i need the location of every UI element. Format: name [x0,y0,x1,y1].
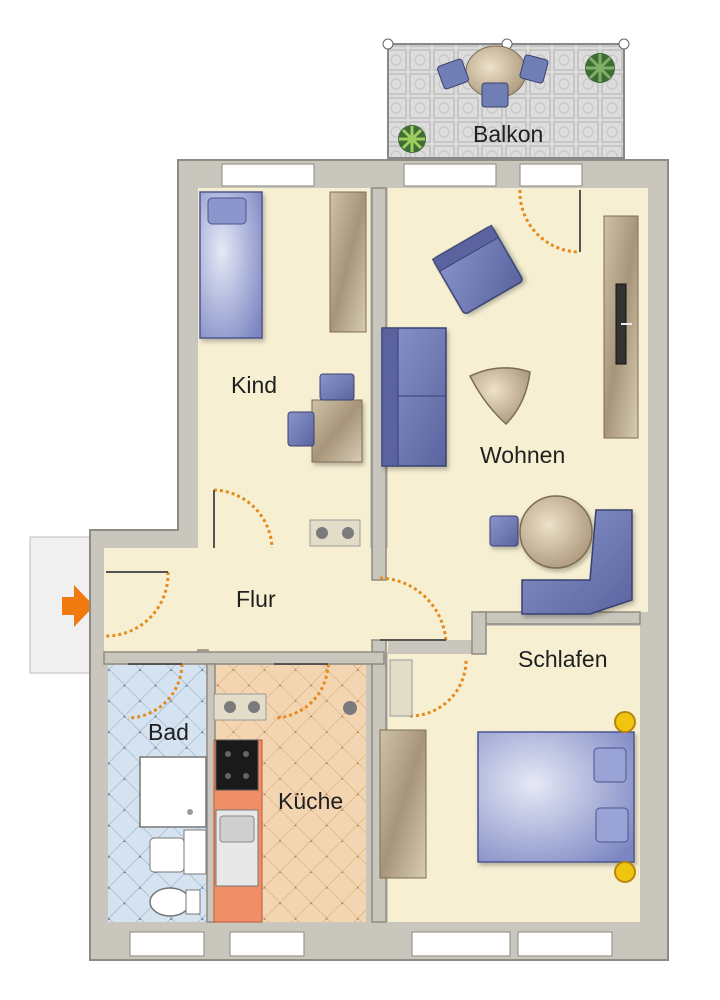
chair-icon [437,58,469,90]
chair-icon [519,54,549,84]
radiator-icon [389,659,413,717]
chair-icon [481,82,509,108]
chair-icon [489,515,519,547]
room-label-kind: Kind [231,372,277,398]
entrance-arrow-icon [62,585,94,627]
fridge-icon [213,693,267,721]
sink-icon [215,809,259,887]
room-label-kueche: Küche [278,788,343,814]
bed-icon [477,731,635,863]
room-label-wohnen: Wohnen [480,442,565,468]
wardrobe-icon [379,729,427,879]
sofa-icon [381,327,447,467]
chair-icon [287,411,315,447]
table-icon [311,399,363,463]
table-icon [519,495,593,569]
vent-icon [343,701,357,715]
room-label-flur: Flur [236,586,276,612]
bed-icon [199,191,263,339]
floor-flur [104,548,388,652]
shower-icon [139,756,207,828]
plant-icon [585,53,615,83]
room-label-balkon: Balkon [473,121,543,147]
wardrobe-icon [329,191,367,333]
plant-icon [398,125,426,153]
stove-icon [215,739,259,791]
armchair-icon [431,224,523,314]
room-label-bad: Bad [148,719,189,745]
lamp-icon [614,861,636,883]
lamp-icon [614,711,636,733]
chair-icon [319,373,355,401]
toilet-icon [149,887,201,917]
windows [129,163,613,957]
door-swings [105,189,581,720]
coffee-table-icon [468,367,531,426]
sink-icon [149,829,207,875]
dining-area [489,495,633,615]
room-label-schlafen: Schlafen [518,646,608,672]
radiator-icon [309,519,361,547]
balcony [382,38,630,159]
